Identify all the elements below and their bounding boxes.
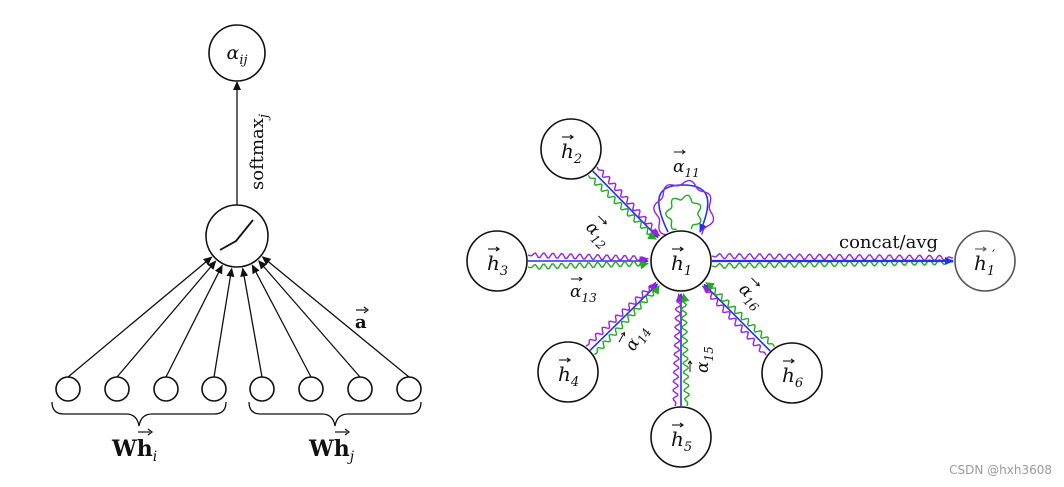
- right-panel: α11 concat/avg h1 ′ h1 h2 h3 h4 h5 h6 α12 α13…: [466, 118, 1016, 468]
- svg-text:α15: α15: [693, 346, 716, 373]
- input-edges: [67, 256, 410, 378]
- head-edge-purple: [701, 285, 767, 356]
- brace-i: [51, 401, 227, 427]
- self-loop: α11: [653, 149, 715, 236]
- center-node-h1: [650, 230, 712, 292]
- input-edge: [258, 260, 361, 378]
- brace-j-label: Whj: [308, 428, 355, 465]
- input-feature-circle: [55, 376, 81, 402]
- vector-a-label: a: [355, 306, 369, 333]
- head-edge-green: [527, 260, 649, 270]
- neighbor-node-h3: h3: [466, 230, 528, 292]
- input-feature-circle: [249, 376, 275, 402]
- input-feature-circle: [298, 376, 324, 402]
- output-node-h1-prime: [954, 230, 1016, 292]
- alpha-ij-label: αij: [226, 42, 247, 68]
- input-circles: [55, 376, 422, 402]
- alpha-label-13: α13: [570, 276, 597, 305]
- input-feature-circle: [153, 376, 179, 402]
- activation-node: [205, 204, 269, 268]
- concat-edge-purple: [711, 252, 954, 262]
- input-edge: [116, 260, 217, 378]
- input-edge: [165, 264, 223, 378]
- concat-edge-green: [711, 258, 954, 270]
- center-node-label: h1: [671, 246, 692, 279]
- head-edge-blue: [592, 170, 659, 239]
- neighbor-node-h6: h6: [761, 342, 823, 404]
- attention-head-edges: [527, 166, 776, 407]
- input-feature-circle: [201, 376, 227, 402]
- softmax-label: softmaxj: [247, 114, 272, 190]
- neighbor-nodes: h2 h3 h4 h5 h6: [466, 118, 823, 468]
- svg-text:α14: α14: [621, 321, 654, 356]
- head-edge-purple: [596, 166, 661, 237]
- input-edge: [240, 267, 263, 378]
- alpha-label-12: α12: [579, 215, 614, 253]
- watermark: CSDN @hxh3608: [949, 463, 1052, 477]
- head-edge-purple: [672, 293, 685, 407]
- neighbor-node-h4: h4: [537, 341, 599, 403]
- concat-label: concat/avg: [839, 232, 938, 253]
- svg-text:α13: α13: [570, 282, 597, 305]
- svg-text:h1: h1: [671, 251, 692, 279]
- svg-text:h2: h2: [561, 139, 582, 167]
- input-feature-circle: [347, 376, 373, 402]
- svg-text:h3: h3: [487, 251, 508, 279]
- alpha-11-label: α11: [673, 157, 700, 180]
- svg-text:Whj: Whj: [308, 436, 355, 465]
- alpha-ij-node: [208, 24, 266, 82]
- brace-j: [248, 401, 422, 427]
- head-edge-purple: [585, 281, 657, 347]
- input-edge: [67, 256, 213, 378]
- svg-text:a: a: [355, 312, 367, 333]
- head-edge-green: [680, 293, 690, 407]
- alpha-label-15: α15: [687, 346, 716, 373]
- left-panel: αij softmaxj a Whi Whj: [51, 24, 422, 465]
- svg-text:h4: h4: [558, 362, 579, 390]
- svg-text:h5: h5: [671, 427, 692, 455]
- svg-text:h1: h1: [974, 251, 995, 279]
- head-edge-green: [705, 282, 776, 348]
- head-edge-green: [593, 284, 660, 356]
- input-feature-circle: [104, 376, 130, 402]
- alpha-label-16: α16: [732, 277, 767, 315]
- input-edge: [261, 256, 410, 378]
- output-node-label: h1 ′: [974, 246, 995, 279]
- input-feature-circle: [396, 376, 422, 402]
- concat-edges: [711, 252, 954, 270]
- svg-text:α12: α12: [579, 217, 614, 252]
- leakyrelu-icon: [219, 219, 254, 251]
- neighbor-node-h2: h2: [540, 118, 602, 180]
- brace-i-label: Whi: [111, 428, 157, 465]
- svg-text:α16: α16: [732, 279, 767, 314]
- head-edge-purple: [527, 252, 649, 265]
- svg-text:′: ′: [992, 248, 995, 264]
- svg-text:Whi: Whi: [111, 436, 157, 465]
- neighbor-node-h5: h5: [650, 406, 712, 468]
- head-edge-green: [587, 174, 658, 240]
- input-edge: [213, 267, 235, 378]
- input-edge: [251, 264, 312, 378]
- svg-text:h6: h6: [782, 363, 803, 391]
